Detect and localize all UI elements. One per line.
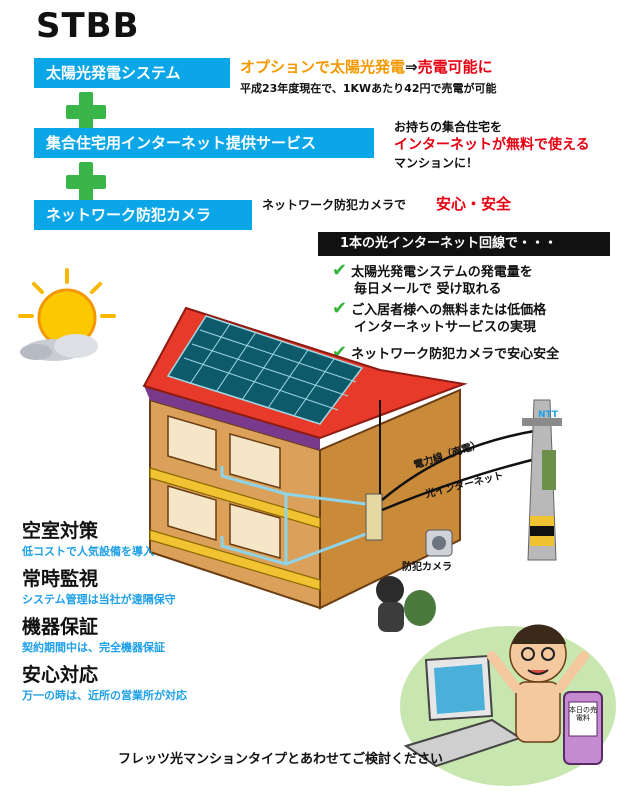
laptop-icon xyxy=(403,654,523,768)
check-item-3-line1: ネットワーク防犯カメラで安心安全 xyxy=(351,347,560,362)
junction-box xyxy=(365,493,383,541)
sun-icon xyxy=(18,268,116,361)
feature-heading: 常時監視 xyxy=(22,568,99,590)
check-item-2: ✔ご入居者様への無料または低価格 インターネットサービスの実現 xyxy=(332,300,546,336)
camera-note-emphasis: 安心・安全 xyxy=(436,195,512,213)
solar-note-headline: オプションで太陽光発電⇒売電可能に xyxy=(240,56,493,77)
solar-note-detail: 平成23年度現在で、1KWあたり42円で売電が可能 xyxy=(240,82,497,95)
solar-system-bar: 太陽光発電システム xyxy=(34,58,230,88)
page-title: STBB xyxy=(36,6,140,46)
security-camera-bar: ネットワーク防犯カメラ xyxy=(34,200,252,230)
feature-heading: 空室対策 xyxy=(22,520,99,542)
feature-support: 安心対応 万一の時は、近所の営業所が対応 xyxy=(22,660,187,703)
feature-vacancy: 空室対策 低コストで人気設備を導入 xyxy=(22,516,154,559)
check-item-1: ✔太陽光発電システムの発電量を 毎日メールで 受け取れる xyxy=(332,262,533,298)
plus-icon xyxy=(66,92,106,132)
check-item-1-line2: 毎日メールで 受け取れる xyxy=(354,282,502,297)
balconies xyxy=(149,467,321,591)
checkmark-icon: ✔ xyxy=(332,298,348,319)
camera-note-prefix: ネットワーク防犯カメラで xyxy=(262,198,407,212)
bottom-caption: フレッツ光マンションタイプとあわせてご検討ください xyxy=(118,752,444,767)
happy-owner-illustration xyxy=(400,624,616,786)
mobile-phone-icon xyxy=(563,691,603,765)
internet-note-line1: お持ちの集合住宅を xyxy=(394,120,503,134)
check-item-1-line1: 太陽光発電システムの発電量を xyxy=(351,265,533,280)
sell-power-text: 売電可能に xyxy=(417,58,493,76)
windows xyxy=(167,415,281,559)
solar-option-text: オプションで太陽光発電 xyxy=(240,58,406,76)
check-item-2-line1: ご入居者様への無料または低価格 xyxy=(351,303,547,318)
internet-note-line2: インターネットが無料で使える xyxy=(394,137,590,153)
check-item-2-line2: インターネットサービスの実現 xyxy=(354,320,537,335)
pole-box xyxy=(542,450,556,490)
arrow-text: ⇒ xyxy=(405,58,418,76)
camera-label: 防犯カメラ xyxy=(402,562,452,573)
feature-monitoring: 常時監視 システム管理は当社が遠隔保守 xyxy=(22,564,176,607)
feature-warranty: 機器保証 契約期間中は、完全機器保証 xyxy=(22,612,165,655)
feature-subtext: 万一の時は、近所の営業所が対応 xyxy=(22,689,187,702)
internet-note-line3: マンションに！ xyxy=(394,156,479,170)
phone-screen-text: 本日の売電料 xyxy=(569,706,597,722)
burglar-figure xyxy=(376,576,436,632)
man-figure xyxy=(487,624,589,743)
power-line xyxy=(381,428,541,501)
solar-panel-array xyxy=(166,315,364,425)
fiber-header: 1本の光インターネット回線で・・・ xyxy=(318,232,610,256)
feature-heading: 機器保証 xyxy=(22,616,99,638)
ntt-label: NTT xyxy=(538,410,559,420)
feature-subtext: 契約期間中は、完全機器保証 xyxy=(22,641,165,654)
feature-subtext: 低コストで人気設備を導入 xyxy=(22,545,154,558)
plus-icon xyxy=(66,162,106,202)
in-building-cables xyxy=(220,466,367,566)
feature-heading: 安心対応 xyxy=(22,664,99,686)
fiber-line xyxy=(381,456,541,512)
building-diagram xyxy=(142,306,562,632)
internet-service-bar: 集合住宅用インターネット提供サービス xyxy=(34,128,374,158)
feature-subtext: システム管理は当社が遠隔保守 xyxy=(22,593,176,606)
checkmark-icon: ✔ xyxy=(332,260,348,281)
pole-stripes xyxy=(530,516,554,546)
roof-eave xyxy=(144,386,320,450)
camera-lens xyxy=(432,536,446,550)
solar-panel-grid xyxy=(183,323,357,417)
pole-crossarm xyxy=(522,418,562,426)
